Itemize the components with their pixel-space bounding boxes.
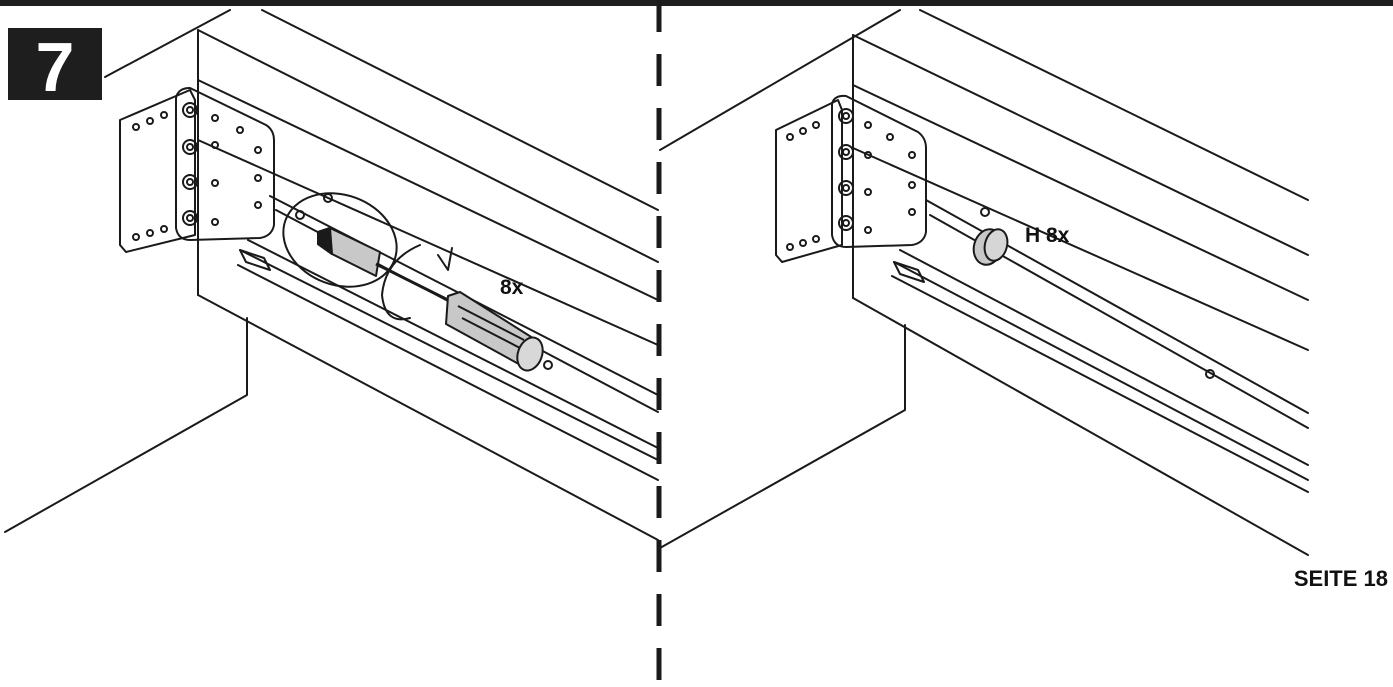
rotation-arrow [381,244,421,321]
cabinet-outline-left [104,9,231,78]
page-reference: SEITE 18 [1294,566,1388,591]
screws-left [182,102,198,226]
cover-cap-icon [972,228,1009,266]
right-panel [659,9,1309,556]
detail-ellipse [282,192,398,288]
step-number: 7 [36,28,75,106]
part-label: H 8x [1025,224,1070,247]
top-bar [0,0,1393,6]
quantity-label: 8x [500,276,524,299]
bracket-front-right [831,94,927,248]
screws-right [838,108,854,231]
left-panel [4,9,659,541]
bracket-back-plate [119,89,196,253]
step-badge: 7 [8,28,102,106]
bracket-front [175,87,275,241]
bracket-back-plate-right [775,99,843,263]
screwdriver-icon [317,227,544,372]
